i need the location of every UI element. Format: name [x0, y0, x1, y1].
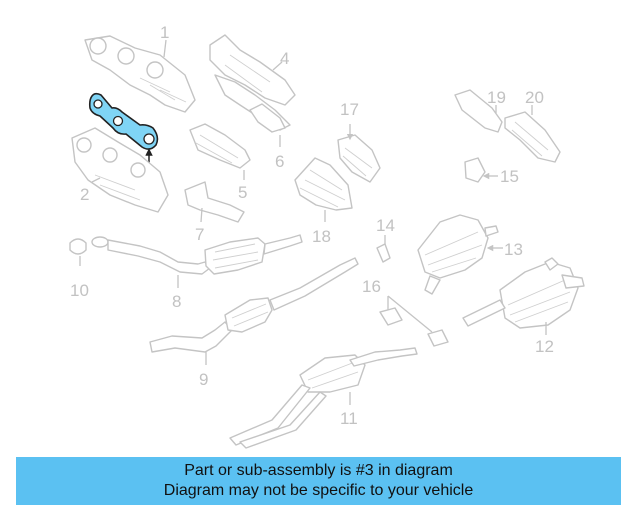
part-1-exhaust-manifold: 1 [84, 23, 196, 113]
callout-20: 20 [525, 88, 544, 107]
part-14-hanger: 14 [376, 216, 395, 263]
part-20-hanger: 20 [504, 88, 561, 163]
part-2-exhaust-manifold: 2 [71, 127, 169, 213]
part-16-clamps: 16 [362, 277, 449, 347]
part-6-bracket: 6 [249, 103, 286, 171]
caption-line-2: Diagram may not be specific to your vehi… [163, 482, 474, 499]
part-5-heat-shield: 5 [189, 123, 251, 202]
part-15-clamp: 15 [464, 157, 519, 186]
caption-banner: Part or sub-assembly is #3 in diagram Di… [16, 457, 621, 505]
part-8-front-pipe-catalytic-converter: 8 [91, 234, 303, 311]
callout-11: 11 [340, 409, 358, 428]
part-13-muffler: 13 [417, 214, 523, 295]
callout-19: 19 [487, 88, 506, 107]
callout-8: 8 [172, 292, 181, 311]
callout-7: 7 [195, 225, 204, 244]
callout-5: 5 [238, 183, 247, 202]
callout-2: 2 [80, 185, 89, 204]
part-4-heat-shield: 4 [209, 34, 296, 131]
part-7-bracket: 7 [184, 181, 245, 244]
callout-4: 4 [280, 49, 289, 68]
caption-line-1: Part or sub-assembly is #3 in diagram [184, 462, 453, 479]
part-12-rear-muffler: 12 [462, 257, 585, 356]
callout-12: 12 [535, 337, 554, 356]
callout-10: 10 [70, 281, 89, 300]
callout-13: 13 [504, 240, 523, 259]
part-18-heat-shield: 18 [294, 157, 353, 246]
callout-17: 17 [340, 100, 359, 119]
callout-16: 16 [362, 277, 381, 296]
callout-18: 18 [312, 227, 331, 246]
callout-14: 14 [376, 216, 395, 235]
callout-15: 15 [500, 167, 519, 186]
callout-6: 6 [275, 152, 284, 171]
exploded-parts-diagram: 1 4 3 2 5 6 [69, 23, 585, 449]
part-17-heat-shield: 17 [337, 100, 381, 183]
callout-9: 9 [199, 370, 208, 389]
part-11-center-pipe-resonator: 11 [229, 347, 418, 449]
part-10-gasket: 10 [69, 238, 89, 300]
part-19-bracket: 19 [454, 88, 506, 133]
part-9-intermediate-pipe: 9 [149, 257, 359, 389]
callout-1: 1 [160, 23, 169, 42]
